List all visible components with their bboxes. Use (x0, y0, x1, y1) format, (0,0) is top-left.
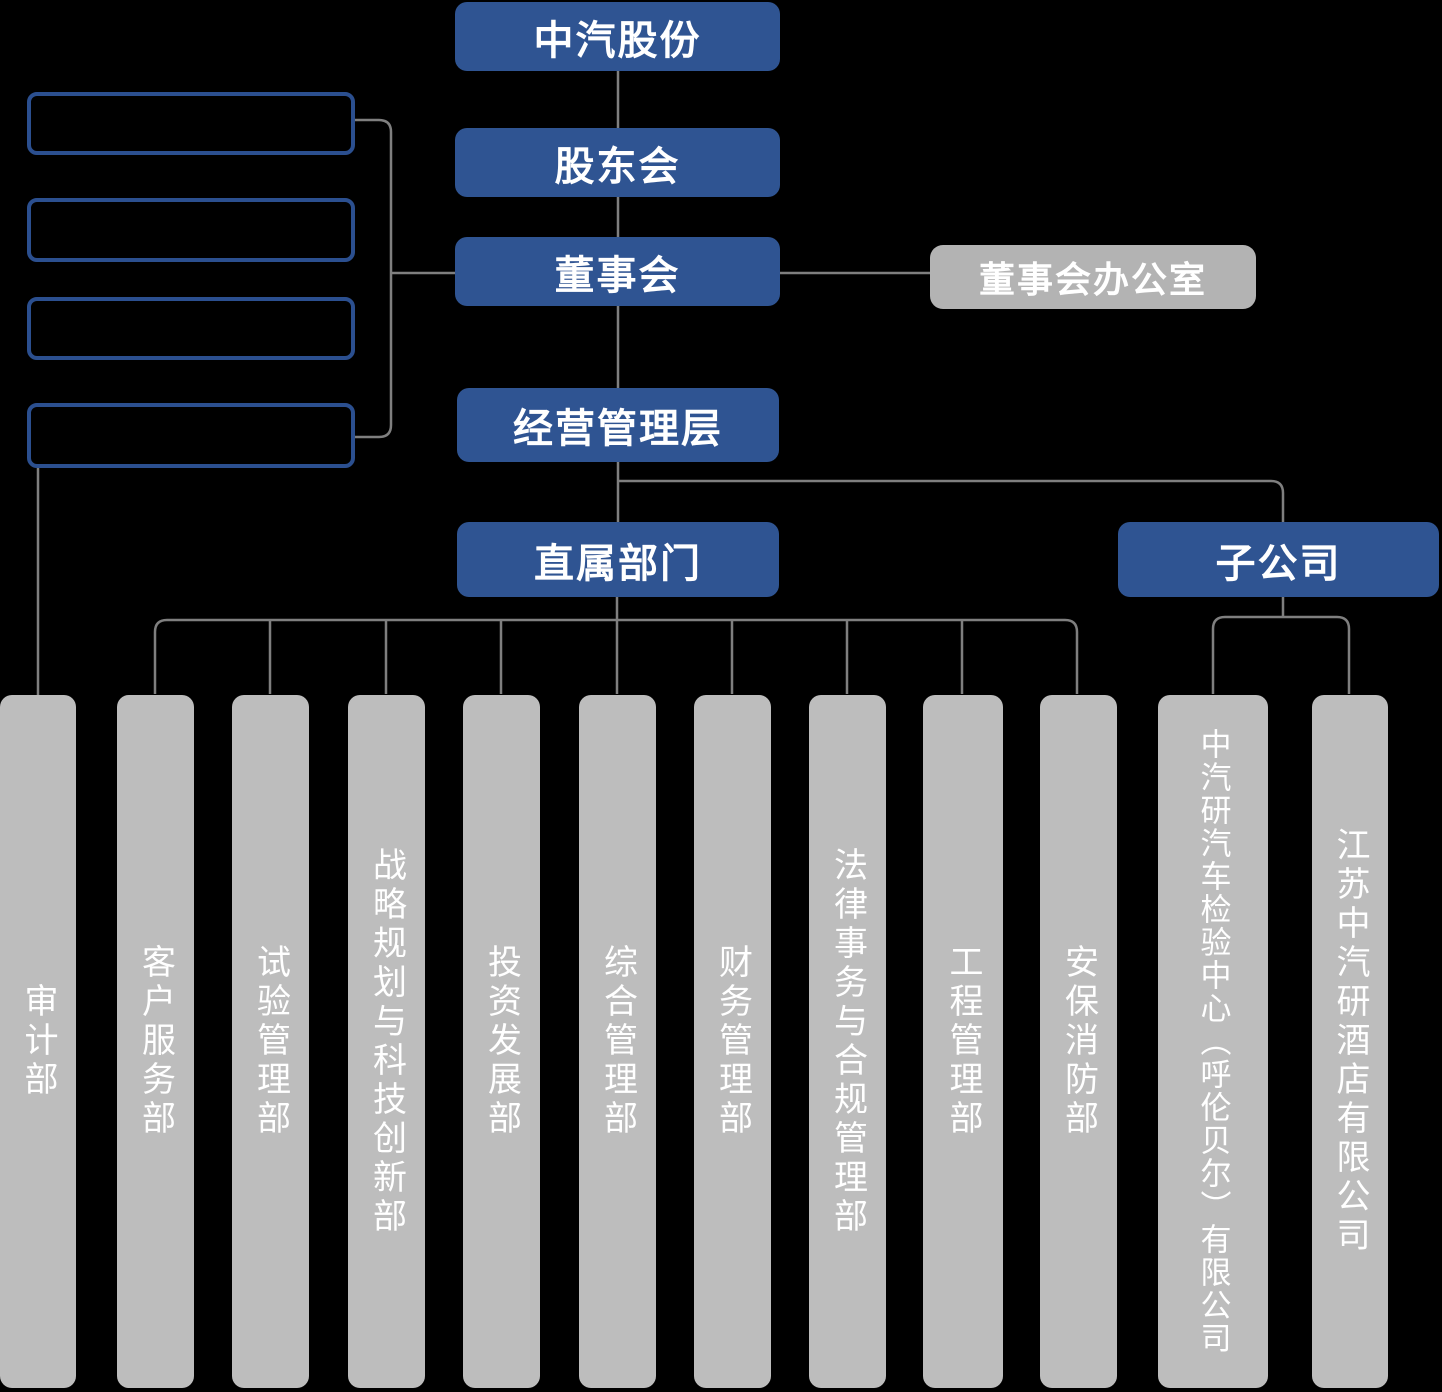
node-direct-departments: 直属部门 (457, 522, 779, 597)
node-shareholders: 股东会 (455, 128, 780, 197)
committee-placeholder-box-2 (27, 198, 355, 262)
department-label: 财务管理部 (713, 944, 752, 1139)
wire-management-subsidiaries (618, 479, 1285, 522)
department-label: 法律事务与合规管理部 (828, 846, 867, 1237)
department-column-audit: 审计部 (0, 695, 76, 1388)
committee-placeholder-box-3 (27, 297, 355, 360)
department-column-customer-service: 客户服务部 (117, 695, 194, 1388)
department-column-legal-compliance: 法律事务与合规管理部 (809, 695, 886, 1388)
department-column-engineering: 工程管理部 (923, 695, 1003, 1388)
department-label: 客户服务部 (136, 944, 175, 1139)
wire-subsidiaries-rail (1211, 615, 1351, 694)
node-board-office: 董事会办公室 (930, 245, 1256, 309)
committee-placeholder-box-1 (27, 92, 355, 155)
department-label: 工程管理部 (944, 944, 982, 1139)
department-column-finance: 财务管理部 (694, 695, 771, 1388)
wire-committee-bracket (355, 118, 393, 439)
department-column-strategy-innovation: 战略规划与科技创新部 (348, 695, 425, 1388)
subsidiary-column-hotel: 江苏中汽研酒店有限公司 (1312, 695, 1388, 1388)
department-column-general-admin: 综合管理部 (579, 695, 656, 1388)
department-label: 安保消防部 (1059, 944, 1098, 1139)
node-management: 经营管理层 (457, 388, 779, 462)
subsidiary-label: 江苏中汽研酒店有限公司 (1331, 827, 1369, 1256)
department-column-investment: 投资发展部 (463, 695, 540, 1388)
node-subsidiaries: 子公司 (1118, 522, 1439, 597)
node-board: 董事会 (455, 237, 780, 306)
committee-placeholder-box-4 (27, 403, 355, 468)
department-label: 战略规划与科技创新部 (367, 846, 406, 1237)
department-label: 审计部 (19, 983, 57, 1100)
department-label: 投资发展部 (482, 944, 521, 1139)
department-column-security-fire: 安保消防部 (1040, 695, 1117, 1388)
department-label: 试验管理部 (251, 944, 290, 1139)
subsidiary-column-inspection-center: 中汽研汽车检验中心（呼伦贝尔）有限公司 (1158, 695, 1268, 1388)
subsidiary-label: 中汽研汽车检验中心（呼伦贝尔）有限公司 (1195, 728, 1231, 1355)
node-company: 中汽股份 (455, 2, 780, 71)
department-column-testing: 试验管理部 (232, 695, 309, 1388)
department-label: 综合管理部 (598, 944, 637, 1139)
